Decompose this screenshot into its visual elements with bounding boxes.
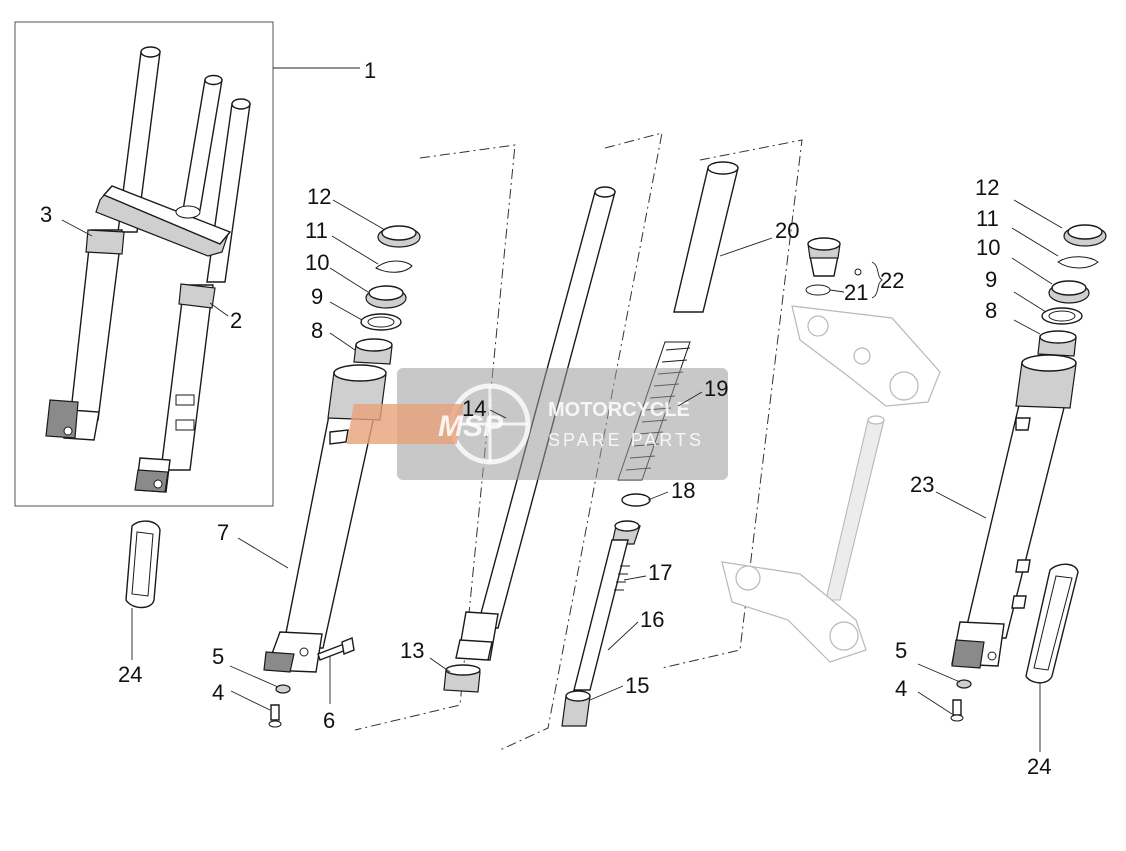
callout-2: 2: [230, 308, 242, 333]
callout-24-right: 24: [1027, 754, 1051, 779]
callout-21: 21: [844, 280, 868, 305]
watermark-line1: MOTORCYCLE: [548, 399, 690, 421]
callout-10-right: 10: [976, 235, 1000, 260]
callout-14: 14: [462, 396, 486, 421]
callout-12-right: 12: [975, 175, 999, 200]
watermark: MSP MOTORCYCLE SPARE PARTS: [346, 368, 728, 480]
pad-parts: [125, 520, 1079, 684]
right-slider-parts: [950, 224, 1107, 722]
watermark-line2: SPARE PARTS: [548, 430, 704, 450]
callout-11-right: 11: [976, 206, 999, 231]
callout-11-left: 11: [305, 218, 328, 243]
callout-17: 17: [648, 560, 672, 585]
cap-plug-parts: [805, 237, 883, 299]
assembly-box: [14, 21, 274, 507]
callout-24-left: 24: [118, 662, 142, 687]
callout-22: 22: [880, 268, 904, 293]
callout-8-right: 8: [985, 298, 997, 323]
left-slider-parts: [263, 225, 421, 728]
fork-assembly-illustration: [45, 46, 251, 493]
callout-6: 6: [323, 708, 335, 733]
callout-12-left: 12: [307, 184, 331, 209]
callout-3: 3: [40, 202, 52, 227]
callout-18: 18: [671, 478, 695, 503]
callout-8-left: 8: [311, 318, 323, 343]
callout-13: 13: [400, 638, 424, 663]
leader-lines: [61, 67, 1063, 752]
callout-4-right: 4: [895, 676, 907, 701]
callout-5-left: 5: [212, 644, 224, 669]
callout-5-right: 5: [895, 638, 907, 663]
callout-4-left: 4: [212, 680, 224, 705]
callout-10-left: 10: [305, 250, 329, 275]
callout-7: 7: [217, 520, 229, 545]
watermark-logo: MSP: [438, 410, 504, 443]
callout-19: 19: [704, 376, 728, 401]
callout-labels: 1 2 3 4 5 6 7 8 9 10 11 12 13 14 15 16 1…: [40, 58, 1051, 779]
ghost-triple-clamp: [721, 305, 941, 663]
callout-9-left: 9: [311, 284, 323, 309]
callout-15: 15: [625, 673, 649, 698]
callout-20: 20: [775, 218, 799, 243]
callout-16: 16: [640, 607, 664, 632]
callout-9-right: 9: [985, 267, 997, 292]
callout-23: 23: [910, 472, 934, 497]
callout-1: 1: [364, 58, 376, 83]
